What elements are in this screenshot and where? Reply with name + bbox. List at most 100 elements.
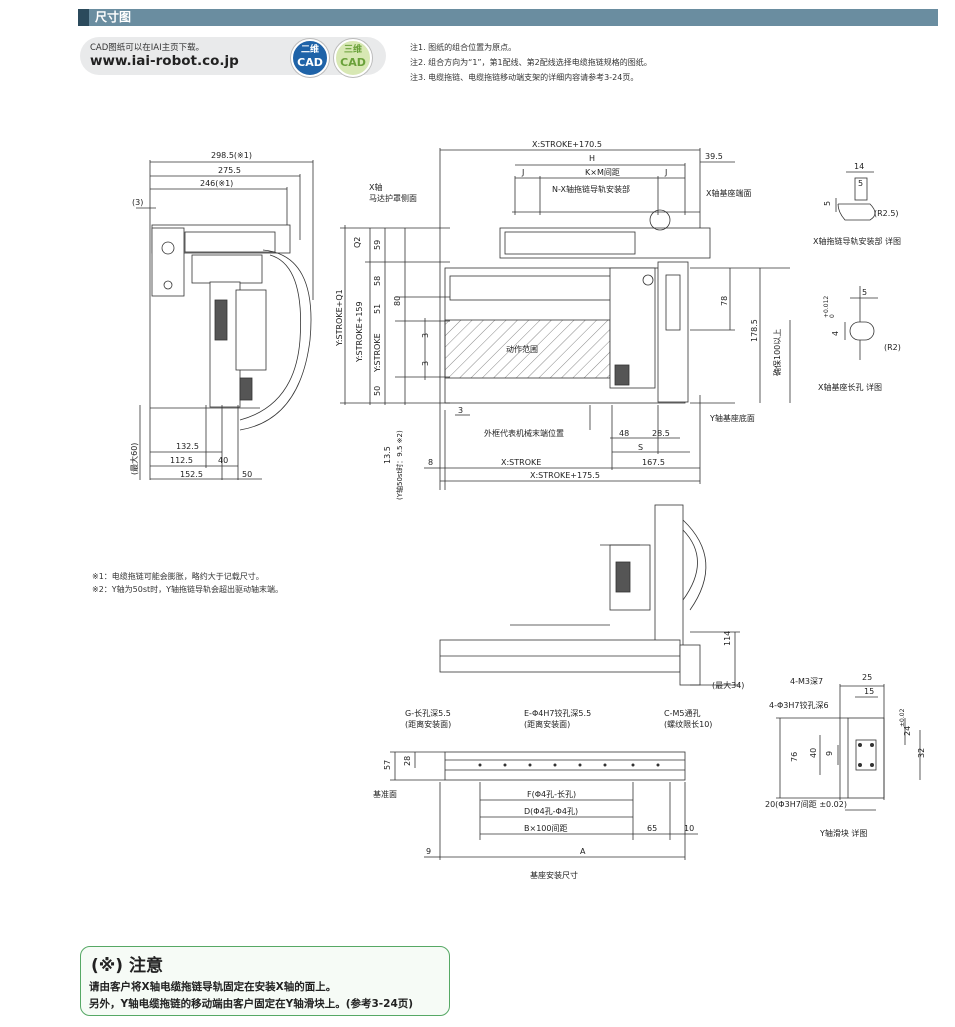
caution-box: (※) 注意 请由客户将X轴电缆拖链导轨固定在安装X轴的面上。 另外，Y轴电缆拖… — [80, 946, 450, 1016]
base-dim-28: 28 — [403, 756, 412, 766]
header-marker — [78, 9, 89, 26]
base-mount-view — [390, 751, 698, 860]
slider-dim-24: 24 — [903, 726, 912, 736]
side-dim-112: 112.5 — [170, 456, 193, 465]
top-dim-80: 80 — [393, 296, 402, 306]
base-mount-holes — [478, 763, 660, 767]
top-dim-y50: (Y轴50st时：9.5 ※2) — [395, 430, 404, 500]
label-motor-cover-1: X轴 — [369, 182, 382, 192]
note-1: 注1. 图纸的组合位置为原点。 — [410, 43, 517, 52]
top-dim-59: 59 — [373, 240, 382, 250]
top-dim-58: 58 — [373, 276, 382, 286]
top-dim-3b: 3 — [421, 361, 430, 366]
top-dim-78: 78 — [720, 296, 729, 306]
label-ref: 基准面 — [373, 789, 397, 799]
footnote-1: ※1：电缆拖链可能会膨胀，略约大于记载尺寸。 — [92, 572, 264, 581]
top-dim-ystroke-q1: Y:STROKE+Q1 — [335, 289, 344, 347]
top-dim-ystroke: Y:STROKE — [373, 333, 382, 373]
top-dim-x175: X:STROKE+175.5 — [530, 471, 600, 480]
top-dim-100: 确保100以上 — [772, 329, 782, 376]
cad-download-url[interactable]: www.iai-robot.co.jp — [90, 53, 239, 69]
base-dim-b: B×100间距 — [524, 824, 567, 833]
cad-2d-badge-bottom: CAD — [297, 56, 323, 69]
slider-dim-9: 9 — [825, 751, 834, 756]
slider-dim-76: 76 — [790, 752, 799, 762]
cad-3d-badge[interactable]: 三维 CAD — [334, 39, 372, 77]
caution-line-2: 另外，Y轴电缆拖链的移动端由客户固定在Y轴滑块上。(参考3-24页) — [89, 998, 414, 1010]
section-header: 尺寸图 — [78, 9, 938, 26]
cad-2d-badge-top: 二维 — [300, 45, 319, 55]
cad-3d-badge-bottom: CAD — [340, 56, 366, 69]
xrail-dim-5b: 5 — [823, 201, 832, 206]
base-mount-caption: 基座安装尺寸 — [530, 870, 578, 880]
label-mech-end: 外框代表机械末端位置 — [484, 428, 564, 438]
y-slider-view — [776, 684, 921, 811]
slider-dim-25: 25 — [862, 673, 872, 682]
side-dim-246: 246(※1) — [200, 179, 233, 188]
slider-tol-002: ±0.02 — [899, 708, 906, 727]
label-work-range: 动作范围 — [506, 344, 538, 354]
side-dim-275: 275.5 — [218, 166, 241, 175]
drawing-notes: 注1. 图纸的组合位置为原点。 注2. 组合方向为“1”，第1配线、第2配线选择… — [410, 40, 652, 85]
side-dim-50: 50 — [242, 470, 252, 479]
top-dim-8: 8 — [428, 458, 433, 467]
top-dim-kxm: K×M间距 — [585, 168, 620, 177]
note-3: 注3. 电缆拖链、电缆拖链移动端支架的详细内容请参考3-24页。 — [410, 73, 639, 82]
slider-label-m3: 4-M3深7 — [790, 677, 823, 686]
detail-x-rail — [835, 171, 876, 221]
side-dim-152: 152.5 — [180, 470, 203, 479]
caution-line-1: 请由客户将X轴电缆拖链导轨固定在安装X轴的面上。 — [89, 981, 337, 993]
label-g: G-长孔深5.5 — [405, 708, 451, 718]
label-e: E-Φ4H7铰孔深5.5 — [524, 708, 591, 718]
caution-title: (※) 注意 — [91, 956, 163, 976]
xrail-dim-r25: (R2.5) — [874, 209, 899, 218]
front-view — [439, 504, 740, 686]
slider-dim-20: 20(Φ3H7间距 ±0.02) — [765, 800, 847, 809]
label-c2: (螺纹限长10) — [664, 719, 712, 729]
side-dim-132: 132.5 — [176, 442, 199, 451]
label-rail-mount: N-X轴拖链导轨安装部 — [552, 184, 630, 194]
top-dim-xstroke: X:STROKE — [501, 458, 541, 467]
xslot-dim-4: 4 — [831, 331, 840, 336]
label-motor-cover-2: 马达护罩侧面 — [369, 193, 417, 203]
cad-3d-badge-top: 三维 — [343, 45, 362, 55]
xslot-tol-lower: 0 — [829, 314, 836, 318]
slider-caption: Y轴滑块 详图 — [819, 828, 867, 838]
note-2: 注2. 组合方向为“1”，第1配线、第2配线选择电缆拖链规格的图纸。 — [410, 58, 652, 67]
side-dim-3: (3) — [132, 198, 143, 207]
top-dim-51: 51 — [373, 304, 382, 314]
front-dim-114: 114 — [723, 631, 732, 646]
slider-dim-32: 32 — [917, 748, 926, 758]
footnote-2: ※2：Y轴为50st时，Y轴拖链导轨会超出驱动轴末端。 — [92, 585, 284, 594]
side-view — [136, 160, 314, 480]
base-dim-65: 65 — [647, 824, 657, 833]
top-dim-50: 50 — [373, 386, 382, 396]
label-e2: (距离安装面) — [524, 719, 570, 729]
xrail-dim-5a: 5 — [858, 179, 863, 188]
cad-2d-badge[interactable]: 二维 CAD — [291, 39, 329, 77]
side-dim-298: 298.5(※1) — [211, 151, 252, 160]
slider-label-h7: 4-Φ3H7铰孔深6 — [769, 700, 829, 710]
top-dim-x170: X:STROKE+170.5 — [532, 140, 602, 149]
label-x-base-end: X轴基座端面 — [706, 188, 751, 198]
side-dim-max60: (最大60) — [129, 443, 139, 475]
top-dim-j2: J — [664, 168, 667, 177]
top-dim-s: S — [638, 443, 643, 452]
top-view — [340, 148, 791, 490]
label-c: C-M5通孔 — [664, 708, 700, 718]
xslot-caption: X轴基座长孔 详图 — [818, 382, 882, 392]
base-dim-a: A — [580, 847, 586, 856]
xslot-tol-upper: +0.012 — [823, 296, 830, 318]
xslot-dim-r2: (R2) — [884, 343, 901, 352]
footnotes: ※1：电缆拖链可能会膨胀，略约大于记载尺寸。 ※2：Y轴为50st时，Y轴拖链导… — [92, 570, 283, 596]
label-g2: (距离安装面) — [405, 719, 451, 729]
base-dim-9: 9 — [426, 847, 431, 856]
xslot-dim-5: 5 — [862, 288, 867, 297]
top-dim-39: 39.5 — [705, 152, 723, 161]
top-dim-178: 178.5 — [750, 319, 759, 342]
cad-download-box: CAD图纸可以在IAI主页下载。 www.iai-robot.co.jp 二维 … — [80, 37, 386, 77]
section-title: 尺寸图 — [95, 10, 132, 24]
y-slider-holes — [858, 743, 874, 767]
top-dim-135: 13.5 — [383, 446, 392, 464]
detail-x-slot — [844, 286, 878, 360]
